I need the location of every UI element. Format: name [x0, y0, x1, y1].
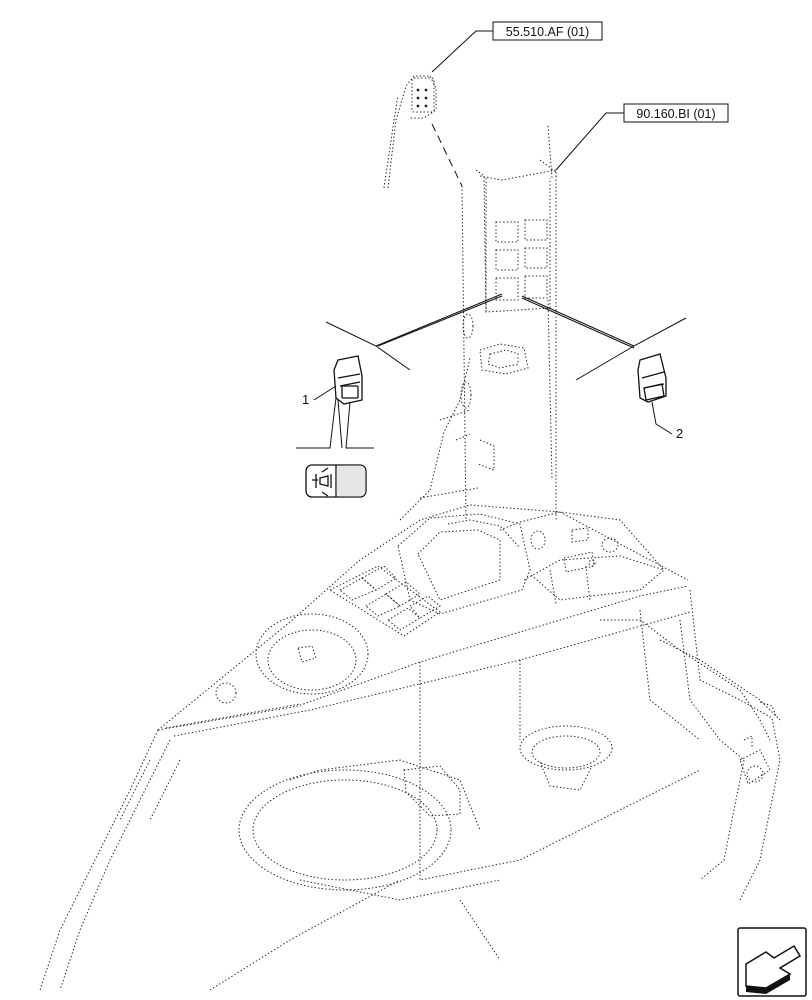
reference-leader-top [431, 30, 493, 73]
cab-structure [39, 125, 781, 991]
arrow-navigation-icon[interactable] [737, 927, 807, 997]
harness-connector [383, 75, 463, 189]
callout-2[interactable]: 2 [676, 426, 683, 441]
explosion-lines [325, 293, 687, 381]
callout-leader-1 [313, 385, 337, 401]
rocker-switch-2[interactable] [637, 353, 667, 403]
work-lamp-symbol-icon [305, 464, 367, 498]
reference-label-right[interactable]: 90.160.BI (01) [623, 103, 729, 123]
reference-text-top: 55.510.AF (01) [506, 25, 589, 39]
callout-1[interactable]: 1 [302, 392, 309, 407]
callout-leader-2 [651, 401, 673, 435]
reference-text-right: 90.160.BI (01) [636, 107, 715, 121]
rocker-switch-1[interactable] [296, 355, 374, 449]
reference-label-top[interactable]: 55.510.AF (01) [492, 21, 603, 41]
reference-leader-right [555, 112, 624, 171]
